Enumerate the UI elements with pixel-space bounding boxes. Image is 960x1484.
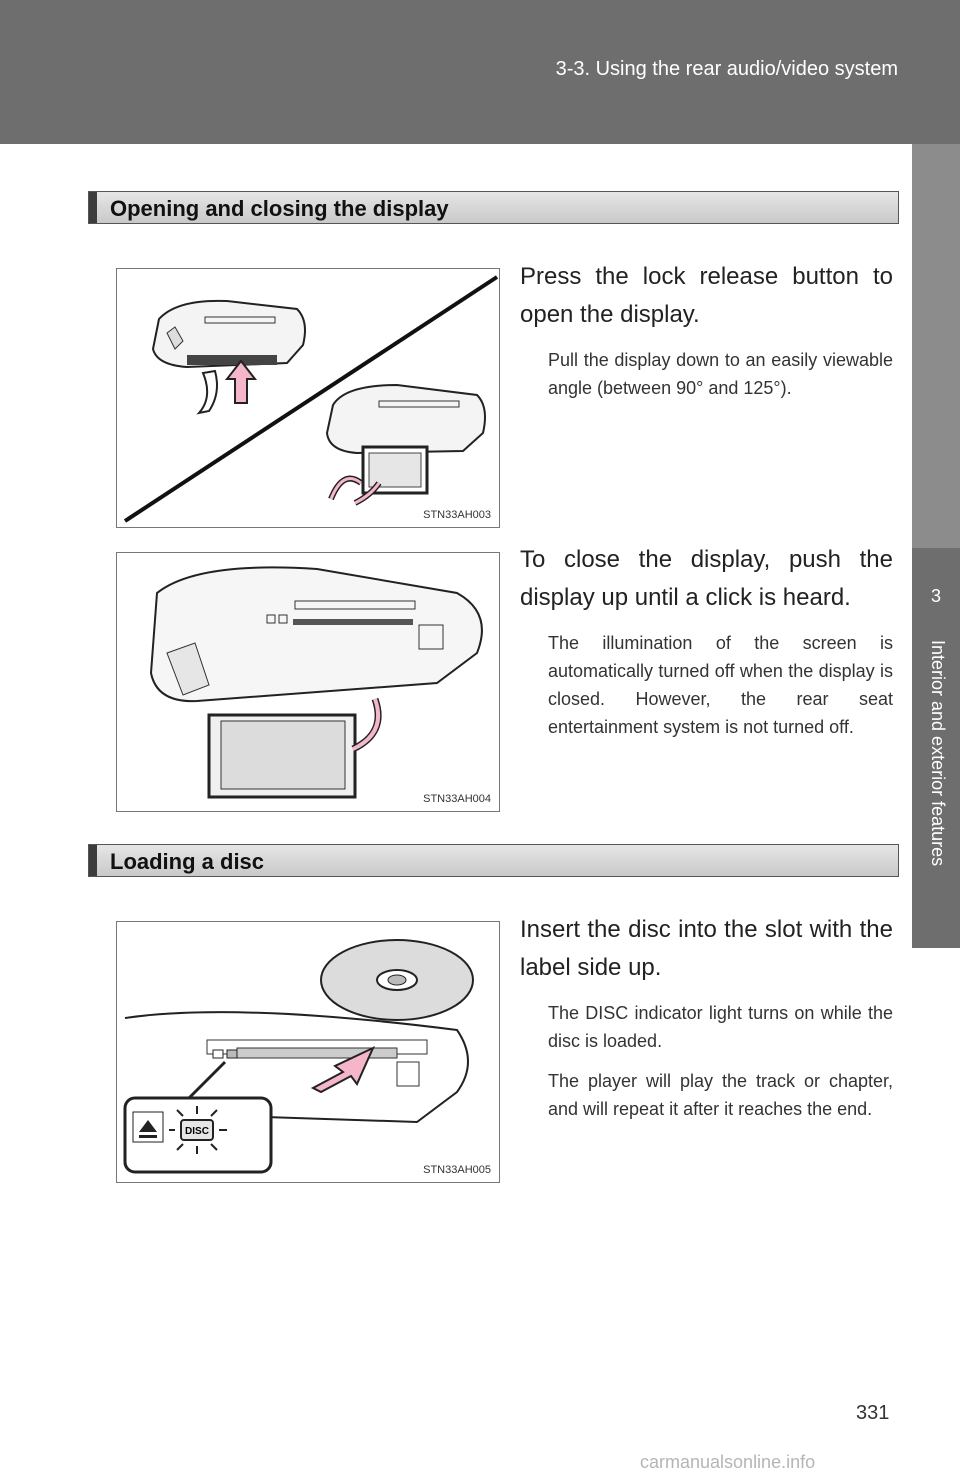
figure-code: STN33AH003 bbox=[423, 509, 491, 521]
figure-load-disc: DISC STN33AH005 bbox=[116, 921, 500, 1183]
section-marker bbox=[89, 192, 97, 223]
step-load-disc: Insert the disc into the slot with the l… bbox=[520, 911, 893, 1123]
step-close-display: To close the display, push the display u… bbox=[520, 541, 893, 741]
section-heading-loading-disc: Loading a disc bbox=[88, 844, 899, 877]
page-number: 331 bbox=[856, 1402, 890, 1424]
section-heading-opening: Opening and closing the display bbox=[88, 191, 899, 224]
section-marker bbox=[89, 845, 97, 876]
watermark: carmanualsonline.info bbox=[640, 1452, 816, 1472]
lead-text: To close the display, push the display u… bbox=[520, 546, 893, 611]
figure-code: STN33AH004 bbox=[423, 793, 491, 805]
note-text: The DISC indicator light turns on while … bbox=[548, 1003, 893, 1051]
note-text: Pull the display down to an easily viewa… bbox=[548, 350, 893, 398]
section-title: Loading a disc bbox=[110, 849, 265, 874]
chapter-label: Interior and exterior features bbox=[928, 640, 948, 867]
lead-text: Press the lock release button to open th… bbox=[520, 263, 893, 328]
header-band: 3-3. Using the rear audio/video system bbox=[0, 0, 960, 144]
lead-text: Insert the disc into the slot with the l… bbox=[520, 916, 893, 981]
chapter-number: 3 bbox=[930, 586, 941, 606]
figure-open-display: STN33AH003 bbox=[116, 268, 500, 528]
figure-code: STN33AH005 bbox=[423, 1164, 491, 1176]
section-title: Opening and closing the display bbox=[110, 196, 449, 221]
load-disc-illustration: DISC bbox=[123, 939, 474, 1174]
header-title: 3-3. Using the rear audio/video system bbox=[555, 58, 898, 80]
disc-indicator-label: DISC bbox=[185, 1126, 209, 1137]
side-tab: 3 Interior and exterior features bbox=[912, 548, 960, 948]
side-tab-spacer bbox=[912, 144, 960, 548]
figure-close-display: STN33AH004 bbox=[116, 552, 500, 812]
note-text: The illumination of the screen is automa… bbox=[548, 633, 893, 737]
step-open-display: Press the lock release button to open th… bbox=[520, 258, 893, 402]
close-display-illustration bbox=[149, 566, 483, 799]
note-text: The player will play the track or chapte… bbox=[548, 1071, 893, 1119]
open-display-illustration bbox=[123, 275, 499, 523]
